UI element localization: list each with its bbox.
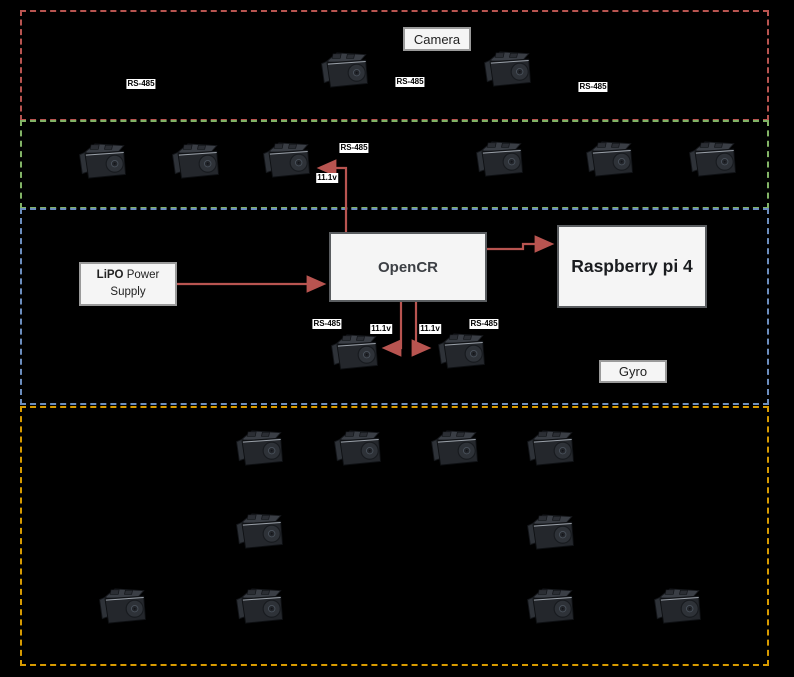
lipo-label-bold: LiPO bbox=[96, 269, 124, 281]
servo-motor-icon[interactable] bbox=[651, 584, 705, 628]
servo-motor-icon[interactable] bbox=[524, 426, 578, 470]
raspberry-pi-4-box[interactable]: Raspberry pi 4 bbox=[557, 225, 707, 308]
servo-motor-icon-graphic bbox=[586, 141, 633, 177]
servo-motor-icon-graphic bbox=[236, 588, 283, 624]
servo-motor-icon[interactable] bbox=[524, 510, 578, 554]
edge-label: RS-485 bbox=[578, 82, 608, 92]
servo-motor-icon-graphic bbox=[331, 334, 378, 370]
camera-zone-region bbox=[20, 10, 769, 121]
servo-motor-icon-graphic bbox=[654, 588, 701, 624]
servo-motor-icon[interactable] bbox=[686, 137, 740, 181]
lipo-label-line2: Supply bbox=[110, 286, 146, 298]
servo-motor-icon[interactable] bbox=[328, 330, 382, 374]
servo-motor-icon-graphic bbox=[79, 143, 126, 179]
servo-row-zone-region bbox=[20, 120, 769, 209]
servo-motor-icon[interactable] bbox=[96, 584, 150, 628]
edge-label: 11.1v bbox=[370, 324, 392, 334]
servo-motor-icon-graphic bbox=[527, 430, 574, 466]
servo-motor-icon[interactable] bbox=[435, 329, 489, 373]
opencr-box-label: OpenCR bbox=[378, 258, 438, 276]
edge-label: RS-485 bbox=[126, 79, 156, 89]
servo-motor-icon-graphic bbox=[438, 333, 485, 369]
controller-zone-region bbox=[20, 208, 769, 405]
servo-motor-icon-graphic bbox=[236, 430, 283, 466]
servo-motor-icon[interactable] bbox=[428, 426, 482, 470]
servo-motor-icon-graphic bbox=[527, 514, 574, 550]
servo-motor-icon[interactable] bbox=[233, 509, 287, 553]
edge-label: 11.1v bbox=[419, 324, 441, 334]
servo-motor-icon[interactable] bbox=[524, 584, 578, 628]
servo-motor-icon[interactable] bbox=[233, 426, 287, 470]
servo-motor-icon-graphic bbox=[431, 430, 478, 466]
servo-motor-icon[interactable] bbox=[473, 137, 527, 181]
edge-label: RS-485 bbox=[469, 319, 499, 329]
servo-motor-icon-graphic bbox=[172, 143, 219, 179]
opencr-box[interactable]: OpenCR bbox=[329, 232, 487, 302]
servo-motor-icon[interactable] bbox=[76, 139, 130, 183]
edge-label: RS-485 bbox=[312, 319, 342, 329]
servo-motor-icon[interactable] bbox=[233, 584, 287, 628]
servo-motor-icon[interactable] bbox=[169, 139, 223, 183]
servo-motor-icon[interactable] bbox=[481, 47, 535, 91]
raspberry-pi-4-label: Raspberry pi 4 bbox=[571, 256, 693, 276]
lipo-label-rest: Power bbox=[123, 269, 160, 281]
servo-motor-icon[interactable] bbox=[583, 137, 637, 181]
servo-motor-icon-graphic bbox=[263, 142, 310, 178]
lipo-power-supply-box[interactable]: LiPO Power Supply bbox=[79, 262, 177, 306]
servo-grid-zone-region bbox=[20, 406, 769, 666]
edge-label: RS-485 bbox=[395, 77, 425, 87]
edge-label: RS-485 bbox=[339, 143, 369, 153]
servo-motor-icon-graphic bbox=[527, 588, 574, 624]
servo-motor-icon[interactable] bbox=[260, 138, 314, 182]
servo-motor-icon-graphic bbox=[689, 141, 736, 177]
gyro-box-label: Gyro bbox=[618, 364, 648, 379]
servo-motor-icon-graphic bbox=[99, 588, 146, 624]
servo-motor-icon-graphic bbox=[236, 513, 283, 549]
edge-label: 11.1v bbox=[316, 173, 338, 183]
lipo-label-line1: LiPO Power bbox=[97, 267, 160, 284]
servo-motor-icon-graphic bbox=[321, 52, 368, 88]
camera-box-label: Camera bbox=[413, 31, 461, 47]
gyro-box[interactable]: Gyro bbox=[599, 360, 667, 383]
camera-box[interactable]: Camera bbox=[403, 27, 471, 51]
servo-motor-icon[interactable] bbox=[318, 48, 372, 92]
servo-motor-icon-graphic bbox=[484, 51, 531, 87]
servo-motor-icon-graphic bbox=[334, 430, 381, 466]
servo-motor-icon[interactable] bbox=[331, 426, 385, 470]
servo-motor-icon-graphic bbox=[476, 141, 523, 177]
